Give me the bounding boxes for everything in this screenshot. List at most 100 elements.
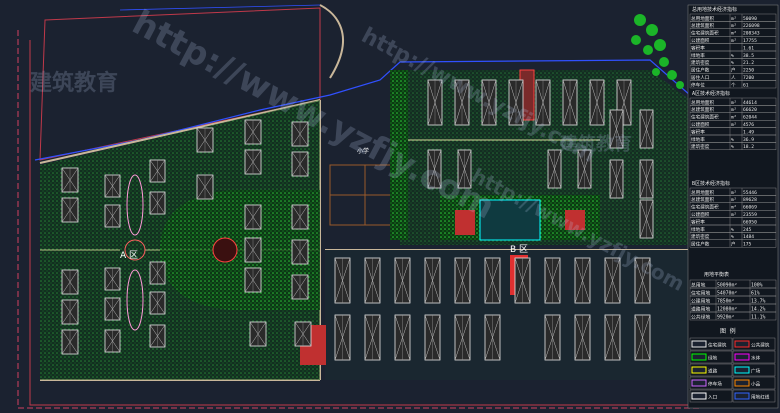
legend-label: 水体 xyxy=(751,355,761,362)
building-block xyxy=(454,79,470,126)
building-block xyxy=(149,324,166,348)
table-cell: 居住人口 xyxy=(691,74,710,81)
table-cell: 226098 xyxy=(743,23,760,29)
legend-item: 停车场 xyxy=(689,376,733,390)
building-block xyxy=(481,79,497,126)
building-block xyxy=(61,269,79,295)
table-cell: 住宅用地 xyxy=(691,289,710,296)
building-block xyxy=(544,257,561,304)
building-block xyxy=(484,314,501,361)
table-cell: 绿地率 xyxy=(691,52,705,59)
building-block xyxy=(609,159,624,199)
table-cell: m² xyxy=(731,101,737,106)
table-cell: 50090m² xyxy=(717,282,737,288)
legend-label: 道路 xyxy=(708,368,718,375)
building-block xyxy=(244,267,262,293)
watermark-cn: 建筑教育 xyxy=(30,70,118,96)
table-row: 建筑密度%18.2 xyxy=(689,142,777,150)
table-cell: m² xyxy=(731,198,737,203)
landuse-table-title: 用地平衡表 xyxy=(704,271,729,278)
legend-swatch xyxy=(691,379,707,387)
table-cell: 11.1% xyxy=(751,314,766,320)
table-cell: 人 xyxy=(731,75,736,81)
table-cell: 公建面积 xyxy=(691,211,710,218)
table-cell: 停车位 xyxy=(691,81,705,88)
table-cell: 17755 xyxy=(743,38,757,44)
building-block xyxy=(427,149,442,189)
table-cell: 公建面积 xyxy=(691,37,710,44)
building-block xyxy=(244,237,262,263)
building-block xyxy=(427,79,443,126)
table-cell: 容积率 xyxy=(691,44,705,51)
building-block xyxy=(589,79,605,126)
legend-swatch xyxy=(734,353,750,361)
watermark-cn-2: 建筑教育 xyxy=(560,133,632,155)
building-block xyxy=(149,159,166,183)
table-cell: 66620 xyxy=(743,107,757,113)
building-block xyxy=(149,291,166,315)
table-cell: 总建筑面积 xyxy=(691,196,714,203)
building-block xyxy=(104,297,121,321)
building-block xyxy=(244,204,262,230)
table-cell: 62044 xyxy=(743,115,757,121)
table-cell: 容积率 xyxy=(691,218,705,225)
table-cell: 居住户数 xyxy=(691,241,710,248)
table-cell: 住宅建筑面积 xyxy=(691,204,719,211)
table-cell: 道路用地 xyxy=(691,305,710,312)
building-block xyxy=(291,151,309,177)
legend-item: 广场 xyxy=(732,363,776,377)
building-block xyxy=(294,321,312,347)
total-table-title: 总用地技术经济指标 xyxy=(692,6,737,13)
legend-item: 住宅建筑 xyxy=(689,337,733,351)
table-cell: 公建面积 xyxy=(691,121,710,128)
legend-item: 绿地 xyxy=(689,350,733,364)
legend-label: 绿地 xyxy=(708,355,718,362)
building-block xyxy=(508,79,524,126)
table-cell: 绿地率 xyxy=(691,226,705,233)
table-cell: 44614 xyxy=(743,100,757,106)
legend-swatch xyxy=(691,340,707,348)
building-block xyxy=(334,257,351,304)
building-block xyxy=(196,127,214,153)
table-cell: 13.7% xyxy=(751,298,766,304)
building-block xyxy=(61,197,79,223)
table-cell: 66069 xyxy=(743,205,757,211)
table-cell: 总用地 xyxy=(691,281,706,288)
building-block xyxy=(639,199,654,239)
table-cell: % xyxy=(731,234,734,240)
building-block xyxy=(394,257,411,304)
table-cell: 总用地面积 xyxy=(691,99,714,106)
building-block xyxy=(609,109,624,149)
legend-swatch xyxy=(734,379,750,387)
table-cell: m² xyxy=(731,24,737,29)
table-cell: 50090 xyxy=(743,16,757,22)
table-cell: 个 xyxy=(731,82,736,88)
building-block xyxy=(454,314,471,361)
table-cell: 23559 xyxy=(743,212,757,218)
building-block xyxy=(196,174,214,200)
table-cell: 208343 xyxy=(743,31,760,37)
legend-label: 广场 xyxy=(751,368,761,375)
table-cell: % xyxy=(731,144,734,150)
building-block xyxy=(61,167,79,193)
table-cell: 户 xyxy=(731,241,736,248)
building-block xyxy=(104,174,121,198)
table-cell: 7200 xyxy=(743,75,754,81)
table-cell: 245 xyxy=(743,227,752,233)
table-cell: 38.5 xyxy=(743,53,754,59)
legend-swatch xyxy=(734,392,750,400)
table-cell: 住宅建筑面积 xyxy=(691,30,719,37)
zone-a-label: A 区 xyxy=(120,250,138,261)
legend-item: 小品 xyxy=(732,376,776,390)
table-cell: 总建筑面积 xyxy=(691,22,714,29)
building-block xyxy=(577,149,592,189)
building-block xyxy=(604,314,621,361)
table-cell: 总用地面积 xyxy=(691,15,714,22)
building-block xyxy=(454,257,471,304)
table-cell: 户 xyxy=(731,67,736,74)
building-block xyxy=(604,257,621,304)
table-cell: 14.2% xyxy=(751,306,766,312)
